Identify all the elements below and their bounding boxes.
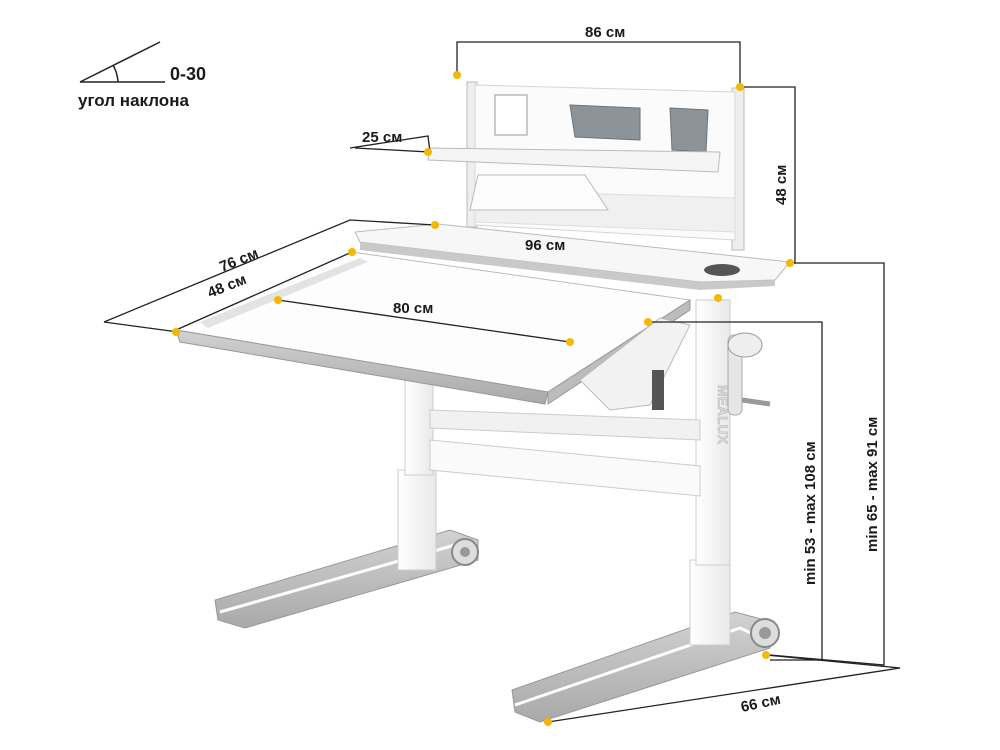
cable-hole-icon <box>704 264 740 276</box>
dim-base-depth: 66 см <box>739 691 782 716</box>
dim-desk-depth: 76 см <box>217 245 261 276</box>
dim-shelf-depth: 25 см <box>362 129 402 146</box>
dim-tabletop-width: 96 см <box>525 237 565 254</box>
brand-logo: MEALUX <box>715 385 731 445</box>
dim-tilt-depth: 48 см <box>205 271 249 302</box>
dim-height-fixed: min 65 - max 91 см <box>864 417 881 552</box>
dim-shelf-width: 86 см <box>585 24 625 41</box>
tilt-angle-range: 0-30 <box>170 64 206 84</box>
tilt-angle-icon <box>79 41 165 83</box>
tilt-angle-label: угол наклона <box>78 91 189 110</box>
desk-illustration: MEALUX <box>174 81 791 723</box>
dim-shelf-height: 48 см <box>773 165 790 205</box>
dim-tilt-width: 80 см <box>393 300 433 317</box>
measure-points <box>172 71 794 726</box>
dim-height-tilt: min 53 - max 108 см <box>802 441 819 585</box>
